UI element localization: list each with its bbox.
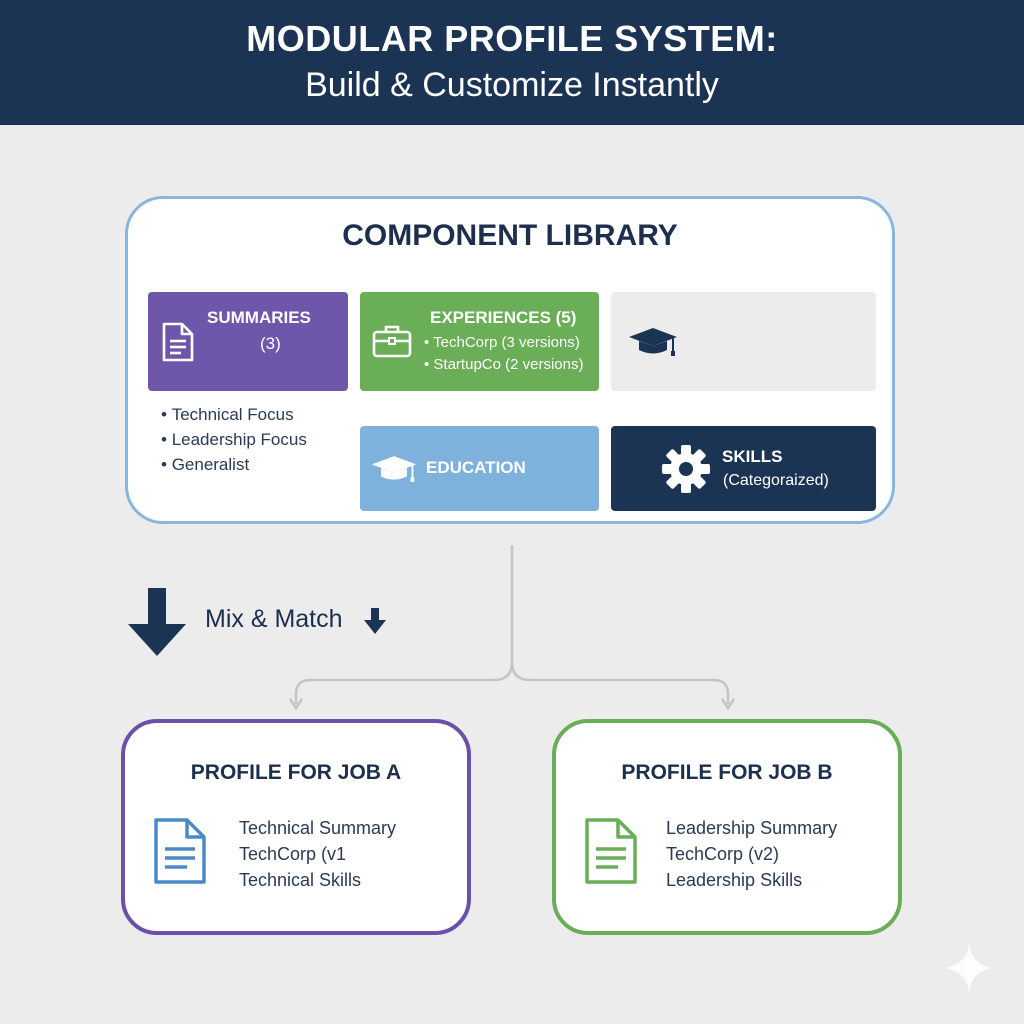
summaries-tile[interactable]: SUMMARIES (3) [148, 292, 348, 391]
summaries-title: SUMMARIES [207, 308, 311, 327]
experiences-title: EXPERIENCES (5) [430, 308, 577, 327]
list-item: TechCorp (v1 [239, 844, 347, 864]
briefcase-icon [372, 325, 412, 358]
graduation-cap-icon [629, 328, 677, 356]
page-title: MODULAR PROFILE SYSTEM: [246, 18, 778, 59]
education-title: EDUCATION [426, 458, 526, 477]
profile-job-a-title: PROFILE FOR JOB A [190, 761, 402, 784]
header-banner: MODULAR PROFILE SYSTEM: Build & Customiz… [0, 0, 1024, 125]
page-subtitle: Build & Customize Instantly [305, 66, 719, 104]
mix-and-match-label: Mix & Match [205, 605, 343, 633]
experience-item: • TechCorp (3 versions) [424, 334, 580, 351]
skills-subtitle: (Categoraized) [723, 472, 829, 489]
profile-job-b-title: PROFILE FOR JOB B [621, 761, 833, 784]
list-item: Technical Skills [239, 870, 362, 890]
list-item: Leadership Skills [666, 870, 803, 890]
profile-job-b-card[interactable]: PROFILE FOR JOB B Leadership Summary Tec… [552, 719, 902, 935]
document-icon [154, 818, 206, 884]
arrow-down-icon [364, 608, 386, 634]
summaries-list: Technical Focus Leadership Focus General… [161, 405, 307, 480]
profile-job-a-card[interactable]: PROFILE FOR JOB A Technical Summary Tech… [121, 719, 471, 935]
component-library-panel: COMPONENT LIBRARY SUMMARIES (3) Technica… [125, 196, 895, 524]
document-icon [585, 818, 637, 884]
list-item: Technical Focus [161, 405, 307, 430]
experiences-tile[interactable]: EXPERIENCES (5) • TechCorp (3 versions) … [360, 292, 599, 391]
profile-job-b-lines: Leadership Summary TechCorp (v2) Leaders… [666, 818, 837, 896]
experience-item: • StartupCo (2 versions) [424, 356, 584, 373]
empty-education-tile[interactable] [611, 292, 876, 391]
graduation-cap-icon [371, 456, 417, 482]
list-item: Technical Summary [239, 818, 397, 838]
list-item: TechCorp (v2) [666, 844, 780, 864]
list-item: Leadership Summary [666, 818, 838, 838]
gear-icon [662, 445, 710, 493]
profile-job-a-lines: Technical Summary TechCorp (v1 Technical… [239, 818, 396, 896]
education-tile[interactable]: EDUCATION [360, 426, 599, 511]
summaries-count: (3) [260, 334, 281, 353]
document-icon [162, 322, 194, 362]
list-item: Generalist [161, 455, 307, 480]
list-item: Leadership Focus [161, 430, 307, 455]
sparkle-icon [945, 944, 993, 992]
arrow-down-icon [128, 588, 186, 656]
skills-tile[interactable]: SKILLS (Categoraized) [611, 426, 876, 511]
component-library-title: COMPONENT LIBRARY [342, 219, 678, 252]
skills-title: SKILLS [722, 447, 783, 466]
